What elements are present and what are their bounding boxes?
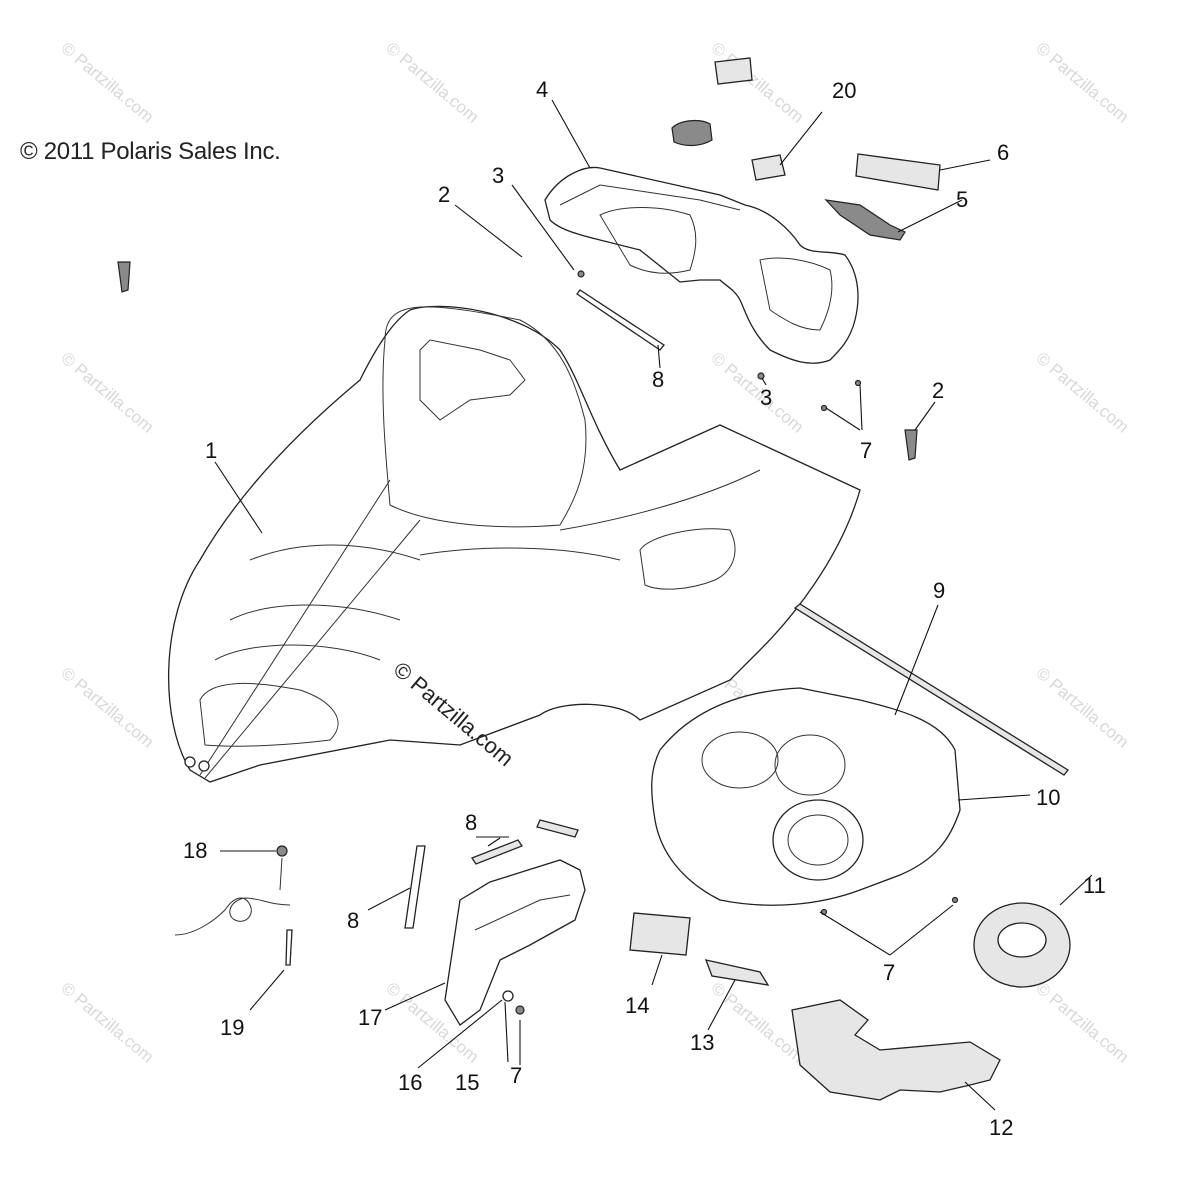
strip-part — [576, 289, 665, 351]
grommet-part — [973, 902, 1071, 988]
watermark: © Partzilla.com — [57, 349, 157, 437]
side-panel-part — [444, 859, 586, 1026]
callout-5: 5 — [956, 187, 968, 212]
watermark: © Partzilla.com — [57, 979, 157, 1067]
pad-part — [704, 959, 770, 986]
strip-part — [471, 839, 523, 865]
watermark: © Partzilla.com — [1032, 979, 1132, 1067]
callout-6: 6 — [997, 140, 1009, 165]
callout-4: 4 — [536, 77, 548, 102]
watermark: © Partzilla.com — [1032, 39, 1132, 127]
callout-14: 14 — [625, 993, 649, 1018]
callout-20: 20 — [832, 78, 856, 103]
cable-assembly-part — [174, 845, 293, 966]
callout-8: 8 — [347, 908, 359, 933]
callout-18: 18 — [183, 838, 207, 863]
callout-15: 15 — [455, 1070, 479, 1095]
trim-strip-part — [793, 603, 1069, 776]
callout-3: 3 — [760, 385, 772, 410]
callout-13: 13 — [690, 1030, 714, 1055]
washer-part — [502, 990, 514, 1002]
callout-2: 2 — [932, 378, 944, 403]
plug-part — [671, 57, 786, 181]
callout-3: 3 — [492, 163, 504, 188]
callout-16: 16 — [398, 1070, 422, 1095]
nut-part — [515, 1005, 525, 1015]
clip-part — [117, 261, 131, 293]
decal-part — [855, 153, 941, 191]
tank-cover-part — [651, 687, 961, 906]
callout-8: 8 — [652, 367, 664, 392]
watermark: © Partzilla.com — [1032, 349, 1132, 437]
leader-lines — [214, 99, 1093, 1111]
hood-part — [168, 305, 861, 783]
callout-10: 10 — [1036, 785, 1060, 810]
bracket-part — [824, 199, 906, 241]
watermark: © Partzilla.com — [57, 39, 157, 127]
callout-19: 19 — [220, 1015, 244, 1040]
foam-pad-part — [791, 999, 1001, 1101]
clip-part — [904, 429, 918, 461]
callout-2: 2 — [438, 182, 450, 207]
callout-7: 7 — [510, 1063, 522, 1088]
strip-part — [404, 845, 426, 929]
callout-7: 7 — [883, 960, 895, 985]
dash-panel-part — [544, 166, 859, 364]
callout-7: 7 — [860, 438, 872, 463]
fastener-part — [820, 379, 959, 916]
callout-12: 12 — [989, 1115, 1013, 1140]
callout-17: 17 — [358, 1005, 382, 1030]
watermark: © Partzilla.com — [1032, 664, 1132, 752]
watermark: © Partzilla.com — [707, 979, 807, 1067]
pad-part — [629, 912, 691, 956]
callout-11: 11 — [1083, 873, 1106, 898]
strip-part — [536, 819, 579, 838]
screw-part — [757, 372, 765, 380]
watermark: © Partzilla.com — [707, 349, 807, 437]
callout-1: 1 — [205, 438, 217, 463]
callout-9: 9 — [933, 578, 945, 603]
callout-labels: 1 2 2 3 3 4 5 6 7 7 7 8 8 8 9 10 11 12 1… — [183, 77, 1106, 1140]
watermark: © Partzilla.com — [57, 664, 157, 752]
watermark: © Partzilla.com — [382, 39, 482, 127]
callout-8: 8 — [465, 810, 477, 835]
screw-part — [577, 270, 585, 278]
copyright-notice: © 2011 Polaris Sales Inc. — [20, 138, 281, 165]
